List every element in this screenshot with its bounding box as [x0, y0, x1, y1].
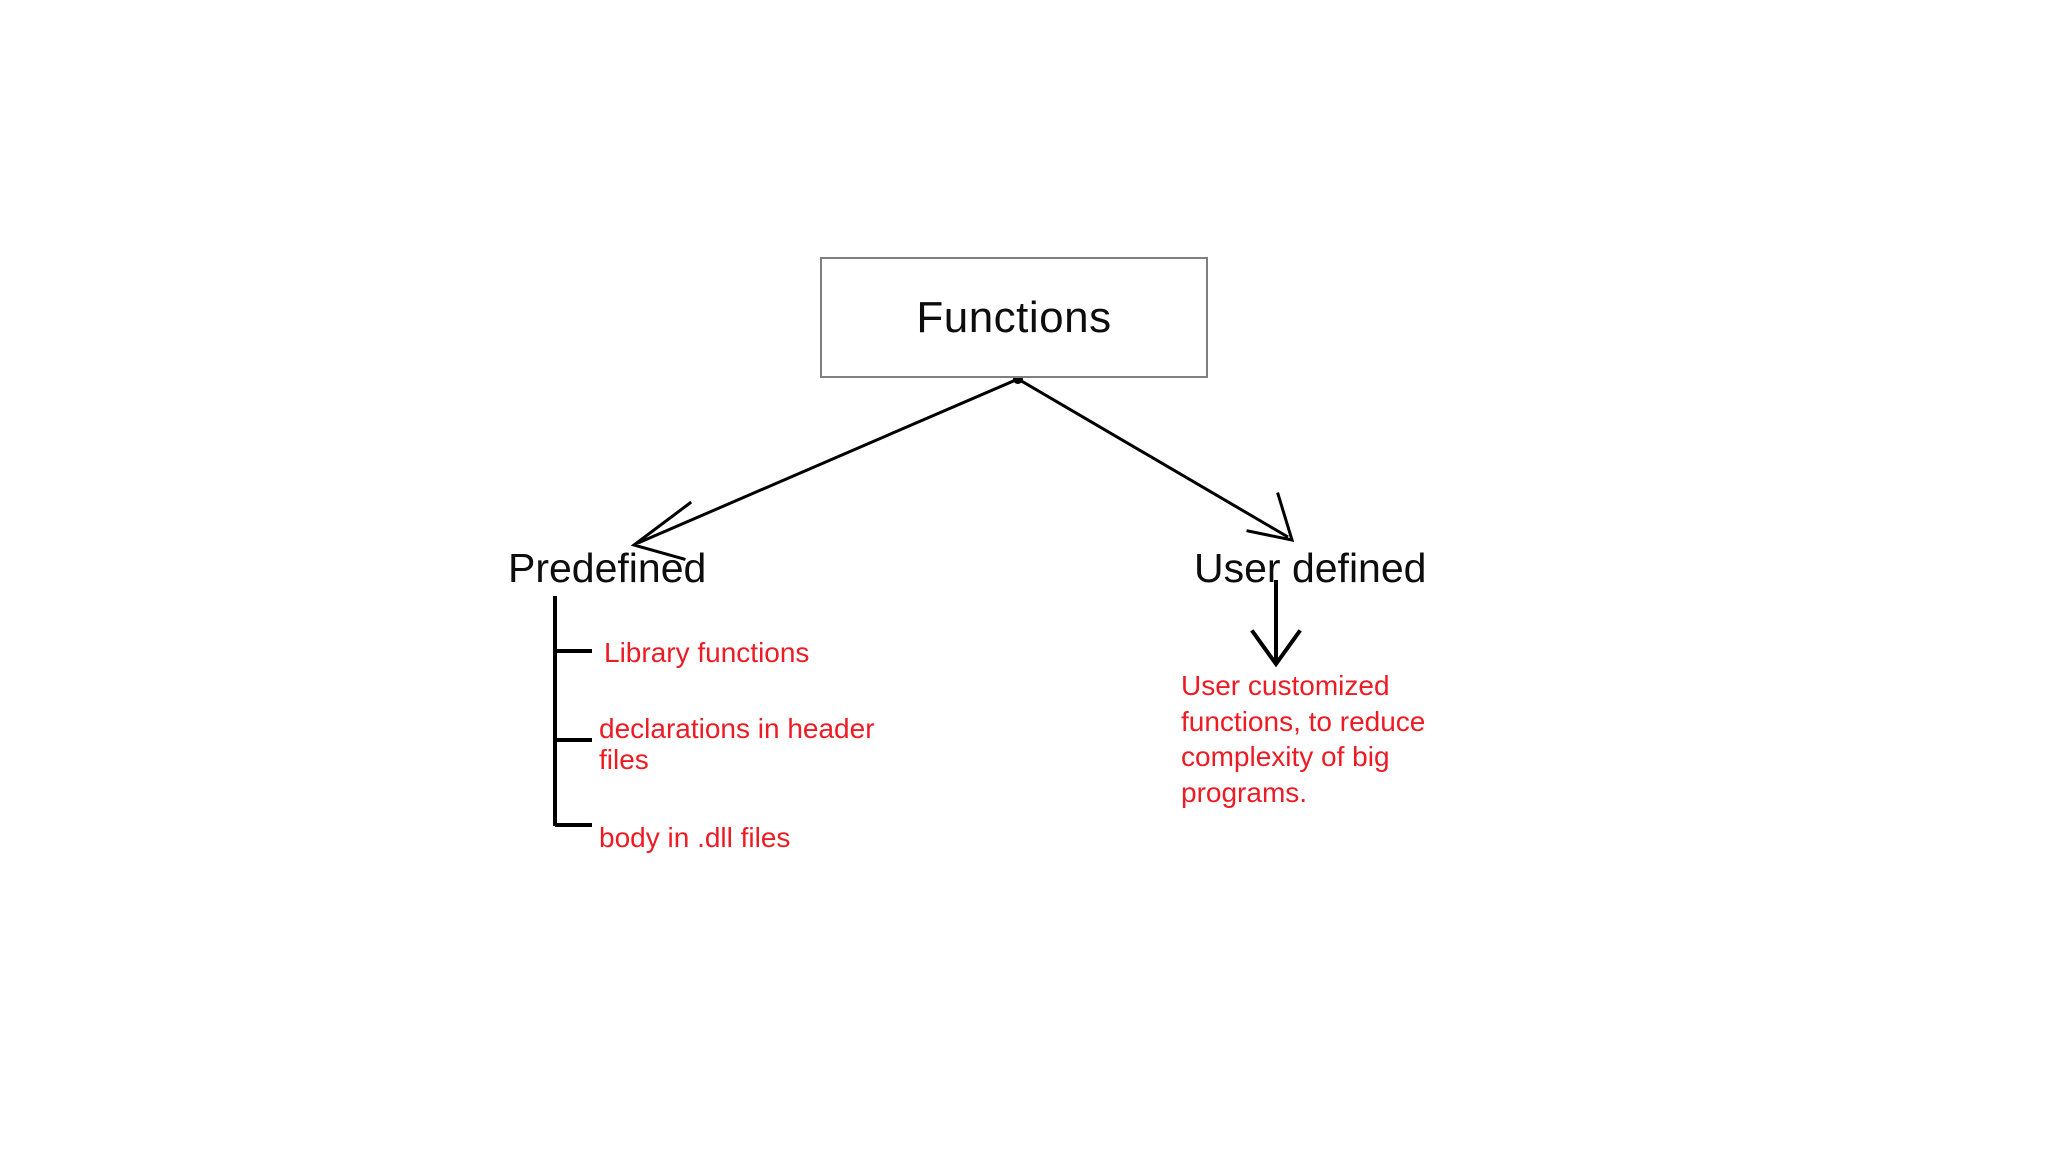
- bracket-tree-icon: [553, 596, 592, 827]
- node-functions[interactable]: Functions: [820, 257, 1208, 378]
- arrow-down-icon: [1250, 580, 1302, 668]
- node-functions-label: Functions: [916, 292, 1112, 342]
- diagonal-arrow-down-right-icon: [1017, 377, 1295, 542]
- branch-label-user-defined[interactable]: User defined: [1194, 545, 1427, 591]
- leaf-item-body-in-dll-files: body in .dll files: [599, 822, 791, 853]
- leaf-item-library-functions: Library functions: [604, 637, 810, 668]
- branch-label-predefined[interactable]: Predefined: [508, 545, 707, 591]
- user-defined-description: User customized functions, to reduce com…: [1181, 670, 1426, 808]
- leaf-item-declarations-in-header-files: declarations in header files: [599, 713, 875, 776]
- diagonal-arrow-down-left-icon: [630, 377, 1019, 561]
